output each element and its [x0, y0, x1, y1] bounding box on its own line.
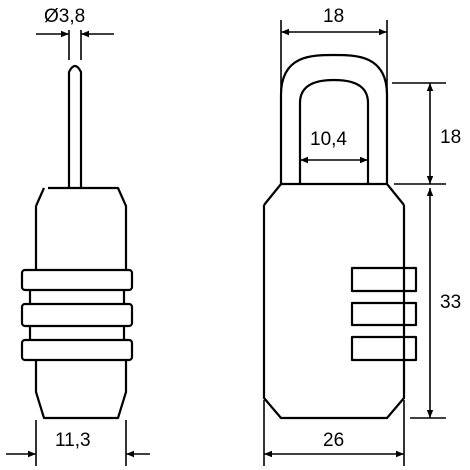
body-width-dimension	[263, 400, 405, 466]
shackle-height-dimension	[392, 82, 446, 185]
front-view-shackle-inner	[298, 78, 370, 184]
shackle-outer-width-dimension	[280, 20, 388, 92]
side-view-dial-ring-2	[20, 302, 134, 328]
front-view-dial-2	[350, 301, 404, 327]
shackle-height-label: 18	[440, 127, 461, 148]
side-view-shackle-rod	[67, 64, 83, 188]
body-height-dimension	[410, 188, 446, 419]
side-body-width-dimension	[6, 420, 150, 466]
front-view-body-outline	[262, 205, 406, 420]
front-view-shackle-outer	[279, 53, 389, 184]
shackle-diameter-label: Ø3,8	[44, 6, 85, 27]
side-body-width-label: 11,3	[55, 430, 91, 451]
shackle-outer-width-label: 18	[323, 6, 344, 27]
front-view-body-top	[263, 182, 405, 206]
shackle-inner-width-label: 10,4	[310, 129, 347, 150]
side-view-dial-ring-3	[20, 338, 134, 362]
front-view	[262, 53, 418, 420]
side-view	[20, 64, 134, 420]
front-view-dial-1	[350, 266, 404, 293]
front-view-dial-3	[350, 335, 404, 362]
side-view-dial-ring-1	[20, 268, 134, 292]
body-width-label: 26	[323, 430, 344, 451]
side-view-body-outline	[34, 186, 128, 420]
shackle-diameter-dimension	[36, 30, 114, 60]
body-height-label: 33	[440, 292, 461, 313]
